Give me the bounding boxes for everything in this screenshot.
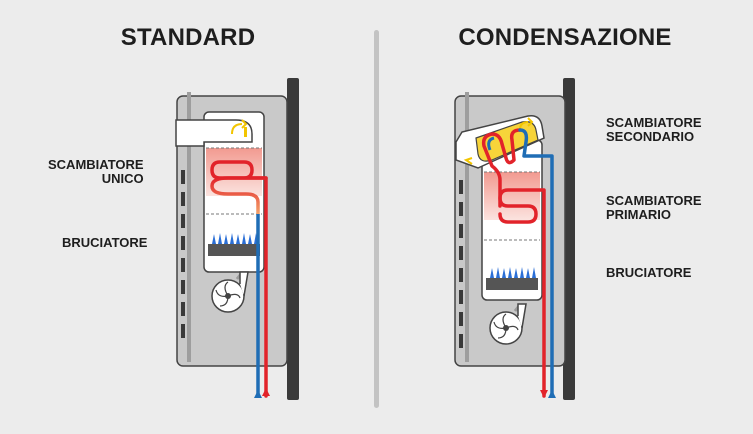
flue-arrow-icon bbox=[231, 119, 248, 135]
cold-inlet-arrow-icon bbox=[548, 390, 556, 398]
label-burner-standard: BRUCIATORE bbox=[62, 235, 148, 250]
hot-outlet-arrow-icon bbox=[262, 388, 270, 396]
hot-water-pipe bbox=[210, 160, 268, 398]
standard-title: STANDARD bbox=[120, 24, 256, 51]
flue-pipe bbox=[465, 92, 469, 362]
cold-water-pipe bbox=[518, 128, 554, 398]
label-burner-condensing: BRUCIATORE bbox=[606, 265, 692, 280]
condensing-boiler bbox=[454, 78, 575, 400]
flue-hood bbox=[175, 119, 253, 147]
label-secondary-exchanger: SCAMBIATORE SECONDARIO bbox=[606, 115, 702, 144]
flue-pipe bbox=[187, 92, 191, 362]
cold-inlet-arrow-icon bbox=[254, 390, 262, 398]
flame-icons bbox=[212, 233, 258, 244]
wall bbox=[563, 78, 575, 400]
divider bbox=[374, 30, 379, 408]
vent-slots bbox=[459, 180, 463, 348]
burner-plate bbox=[486, 278, 538, 290]
burner-plate bbox=[208, 244, 260, 256]
label-single-exchanger: SCAMBIATORE UNICO bbox=[48, 157, 144, 186]
fan-icon bbox=[211, 271, 249, 313]
hot-water-pipe bbox=[481, 128, 546, 398]
flame-icons bbox=[490, 267, 536, 278]
vent-slots bbox=[181, 170, 185, 338]
hot-outlet-arrow-icon bbox=[540, 390, 548, 398]
wall bbox=[287, 78, 299, 400]
standard-boiler bbox=[175, 78, 299, 400]
label-primary-exchanger: SCAMBIATORE PRIMARIO bbox=[606, 193, 702, 222]
heat-glow bbox=[484, 172, 540, 220]
condensing-title: CONDENSAZIONE bbox=[458, 24, 672, 51]
fan-icon bbox=[489, 303, 527, 345]
